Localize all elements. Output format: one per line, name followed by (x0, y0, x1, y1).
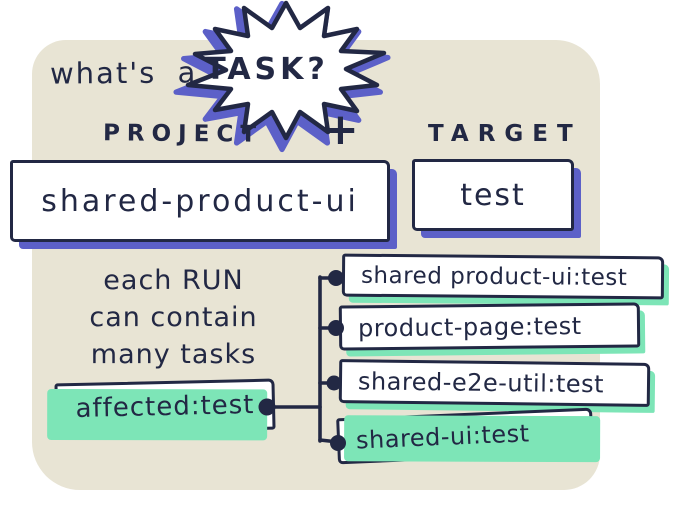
note-line-3: many tasks (90, 339, 257, 370)
source-task-box: affected:test (54, 378, 276, 435)
starburst-icon (173, 0, 391, 153)
title-burst-word: TASK? (205, 52, 329, 87)
note-line-1: each RUN (103, 265, 244, 296)
plus-sign: + (322, 104, 359, 155)
task-value-2: product-page:test (357, 311, 582, 342)
starburst-outline-shape (185, 0, 387, 141)
project-label: PROJECT (102, 120, 264, 148)
task-value-4: shared-ui:test (355, 419, 531, 455)
task-value-1: shared product-ui:test (360, 262, 628, 291)
task-value-3: shared-e2e-util:test (357, 367, 605, 399)
task-box-4: shared-ui:test (336, 407, 594, 465)
source-task-value: affected:test (75, 389, 255, 424)
task-box-3: shared-e2e-util:test (338, 359, 651, 407)
starburst: TASK? (173, 0, 391, 153)
task-box-2: product-page:test (338, 302, 641, 351)
note-line-2: can contain (89, 302, 258, 333)
project-value: shared-product-ui (41, 183, 359, 219)
target-value: test (460, 177, 526, 213)
target-label: TARGET (428, 121, 582, 147)
run-note: each RUN can contain many tasks (66, 262, 281, 373)
project-box: shared-product-ui (10, 160, 390, 242)
task-box-1: shared product-ui:test (341, 253, 665, 300)
target-box: test (412, 159, 574, 231)
